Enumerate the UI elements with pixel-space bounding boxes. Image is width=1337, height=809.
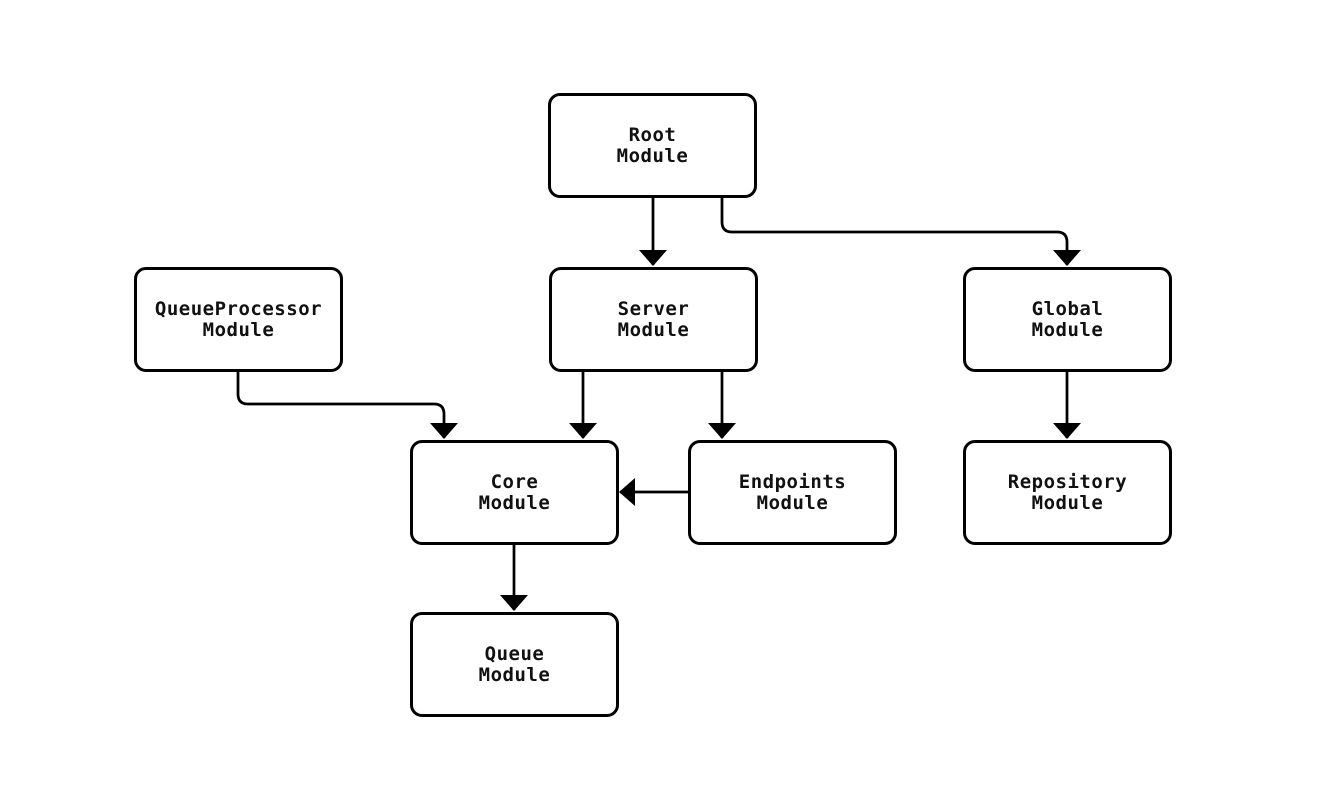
node-repository: Repository Module: [963, 440, 1172, 545]
node-core: Core Module: [410, 440, 619, 545]
edge-queue-processor-to-core: [236, 372, 458, 439]
edge-root-to-global: [720, 198, 1081, 266]
node-label-queue: Queue Module: [478, 642, 551, 686]
node-label-queue-processor: QueueProcessor Module: [154, 297, 323, 341]
edges-group: [236, 198, 1081, 611]
node-root: Root Module: [548, 93, 757, 198]
node-label-server: Server Module: [617, 297, 690, 341]
node-queue-processor: QueueProcessor Module: [134, 267, 343, 372]
node-endpoints: Endpoints Module: [688, 440, 897, 545]
node-label-root: Root Module: [616, 123, 689, 167]
node-label-endpoints: Endpoints Module: [738, 470, 847, 514]
node-queue: Queue Module: [410, 612, 619, 717]
node-label-core: Core Module: [478, 470, 551, 514]
node-global: Global Module: [963, 267, 1172, 372]
node-label-repository: Repository Module: [1007, 470, 1128, 514]
node-label-global: Global Module: [1031, 297, 1104, 341]
node-server: Server Module: [549, 267, 758, 372]
